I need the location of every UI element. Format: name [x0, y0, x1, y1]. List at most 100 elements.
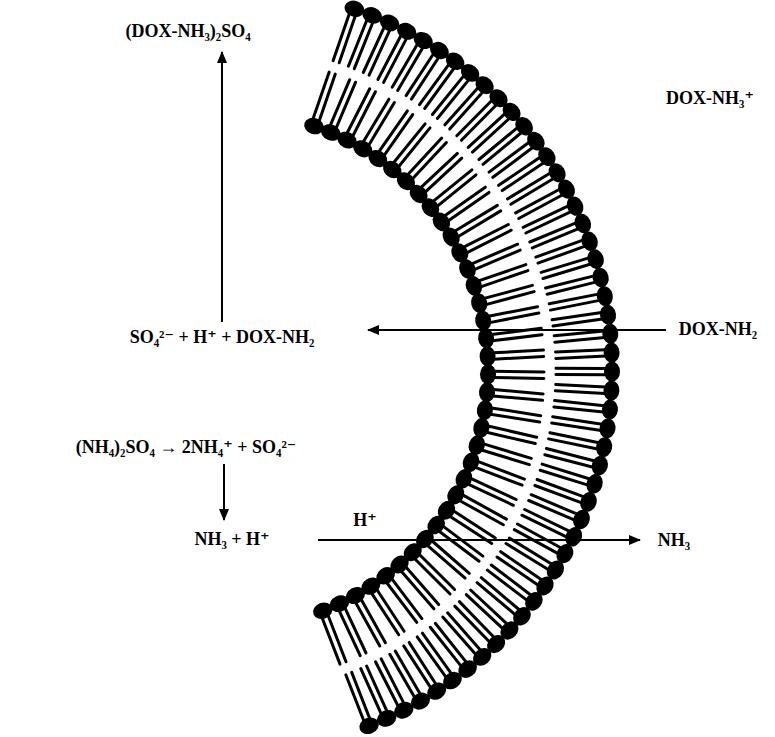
lipid-tail: [549, 439, 598, 449]
lipid-tail: [551, 300, 600, 310]
lipid-tail: [554, 331, 604, 336]
lipid-tail: [502, 163, 544, 191]
lipid-tail: [556, 384, 606, 387]
lipid-tail: [384, 115, 413, 156]
lipid-tail: [399, 128, 430, 167]
lipid-tail: [555, 401, 605, 406]
lipid-head: [604, 362, 620, 382]
lipid-tail: [409, 642, 436, 684]
lipid-head: [590, 266, 610, 289]
protonated-drug: DOX-NH₃⁺: [666, 89, 754, 109]
lipid-tail: [369, 103, 395, 146]
lipid-head: [478, 382, 496, 403]
lipid-tail: [404, 646, 431, 688]
lipid-tail: [474, 250, 520, 270]
lipid-tail: [519, 195, 563, 219]
lipid-tail: [460, 501, 504, 525]
lipid-tail: [453, 511, 495, 538]
lipid-head: [585, 247, 606, 271]
lipid-tail: [415, 559, 450, 594]
lipid-tail: [379, 111, 408, 152]
lipid-tail: [369, 30, 390, 75]
lipid-tail: [481, 271, 528, 287]
lipid-tail: [437, 175, 476, 207]
lipid-tail: [556, 373, 606, 376]
lipid-tail: [406, 567, 439, 605]
lipid-tail: [394, 124, 426, 163]
lipid-head: [598, 417, 617, 439]
lipid-tail: [439, 531, 479, 561]
lipid-tail: [494, 357, 544, 360]
lipid-tail: [546, 449, 594, 462]
lipid-tail: [554, 407, 604, 412]
lipid-tail: [556, 367, 606, 370]
lipid-head: [584, 472, 605, 496]
lipid-tail: [492, 335, 542, 341]
lipid-tail: [555, 337, 605, 342]
lipid-tail: [511, 179, 554, 205]
lipid-tail: [493, 390, 543, 394]
lipid-tail: [412, 143, 446, 180]
lipid-tail: [419, 554, 454, 589]
lipid-tail: [433, 170, 472, 202]
lipid-tail: [432, 541, 470, 574]
lipid-head: [357, 715, 381, 737]
lipid-tail: [398, 47, 423, 90]
lipid-head: [599, 304, 618, 326]
lipid-head: [603, 342, 620, 363]
lipid-tail: [322, 618, 340, 665]
lipid-tail: [543, 264, 591, 279]
internal-species: SO₄²⁻ + H⁺ + DOX-NH₂: [130, 328, 315, 348]
lipid-tail: [493, 396, 543, 400]
lipid-head: [601, 323, 619, 344]
lipid-tail: [486, 292, 534, 305]
lipid-tail: [552, 423, 601, 431]
lipid-head: [471, 416, 491, 439]
lipid-tail: [553, 319, 603, 326]
lipid-tail: [555, 391, 605, 394]
lipid-tail: [421, 153, 458, 187]
lipid-tail: [547, 282, 596, 294]
lipid-tail: [448, 192, 489, 221]
lipid-tail: [408, 138, 442, 175]
lipid-tail: [444, 187, 485, 216]
lipid-head: [594, 436, 614, 459]
precipitation-arrow: [221, 52, 223, 322]
lipid-tail: [556, 350, 606, 352]
lipid-tail: [529, 501, 575, 521]
lipid-tail: [499, 157, 540, 185]
lipid-tail: [371, 593, 398, 635]
lipid-tail: [443, 526, 483, 556]
lipid-tail: [354, 22, 373, 68]
lipid-tail: [546, 276, 595, 288]
lipid-tail: [494, 370, 544, 374]
ammonia-label: NH₃: [658, 531, 690, 551]
influx-arrow: [368, 329, 666, 331]
lipid-tail: [514, 530, 558, 554]
lipid-bilayer: [302, 0, 620, 737]
neutral-drug: DOX-NH₂: [679, 320, 757, 340]
lipid-tail: [427, 545, 465, 578]
lipid-tail: [484, 444, 532, 459]
lipid-tail: [484, 285, 532, 298]
proton-label: H⁺: [353, 511, 377, 531]
lipid-tail: [387, 583, 417, 623]
lipid-tail: [494, 376, 544, 380]
lipid-head: [590, 454, 610, 477]
ammonium-sulfate-dissociation: (NH₄)₂SO₄ → 2NH₄⁺ + SO₄²⁻: [76, 438, 297, 458]
lipid-head: [601, 399, 619, 421]
ammonia-proton: NH₃ + H⁺: [194, 530, 269, 550]
lipid-head: [469, 291, 490, 314]
lipid-tail: [490, 313, 539, 323]
lipid-tail: [392, 579, 422, 619]
lipid-tail: [482, 450, 530, 465]
lipid-tail: [487, 432, 536, 443]
lipid-tail: [541, 258, 589, 273]
lipid-tail: [376, 662, 399, 707]
lipid-tail: [494, 350, 544, 353]
lipid-head: [475, 399, 494, 421]
lipid-tail: [526, 212, 571, 233]
lipid-tail: [522, 515, 567, 537]
